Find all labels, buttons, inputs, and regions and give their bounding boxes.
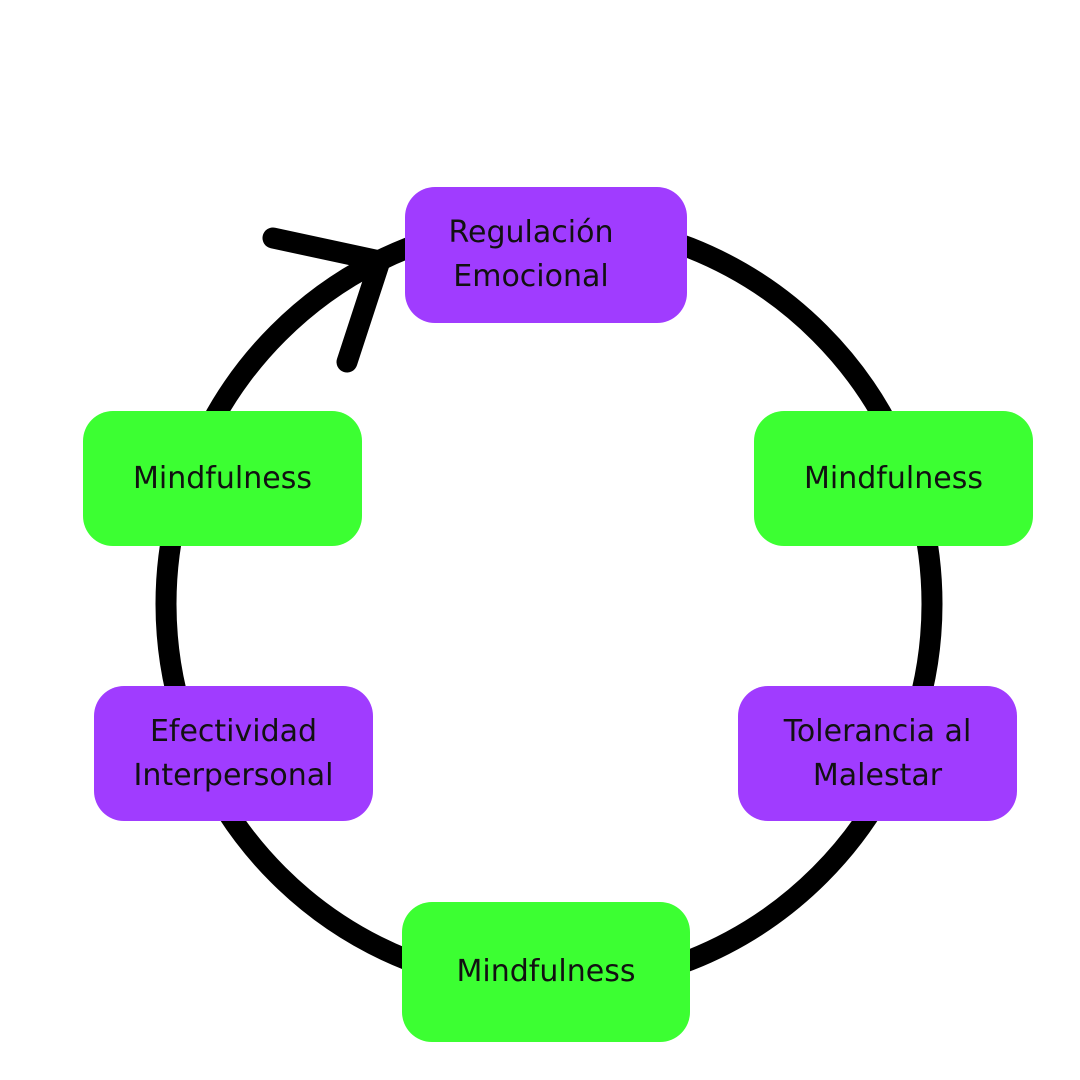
node-mindfulness-right: Mindfulness (754, 411, 1033, 546)
node-mindfulness-left: Mindfulness (83, 411, 362, 546)
node-label: Regulación Emocional (448, 215, 614, 294)
node-efectividad-interpersonal: Efectividad Interpersonal (94, 686, 373, 821)
node-label: Tolerancia al Malestar (783, 713, 972, 793)
arrowhead-icon (262, 227, 391, 373)
node-label: Mindfulness (133, 460, 312, 496)
node-regulacion-emocional: Regulación Emocional (405, 187, 687, 323)
node-label: Mindfulness (456, 954, 636, 989)
node-label: Mindfulness (804, 460, 983, 496)
node-label: Efectividad Interpersonal (133, 713, 334, 793)
cycle-ring-path (155, 210, 943, 998)
node-mindfulness-bottom: Mindfulness (402, 902, 690, 1042)
node-tolerancia-al-malestar: Tolerancia al Malestar (738, 686, 1017, 821)
